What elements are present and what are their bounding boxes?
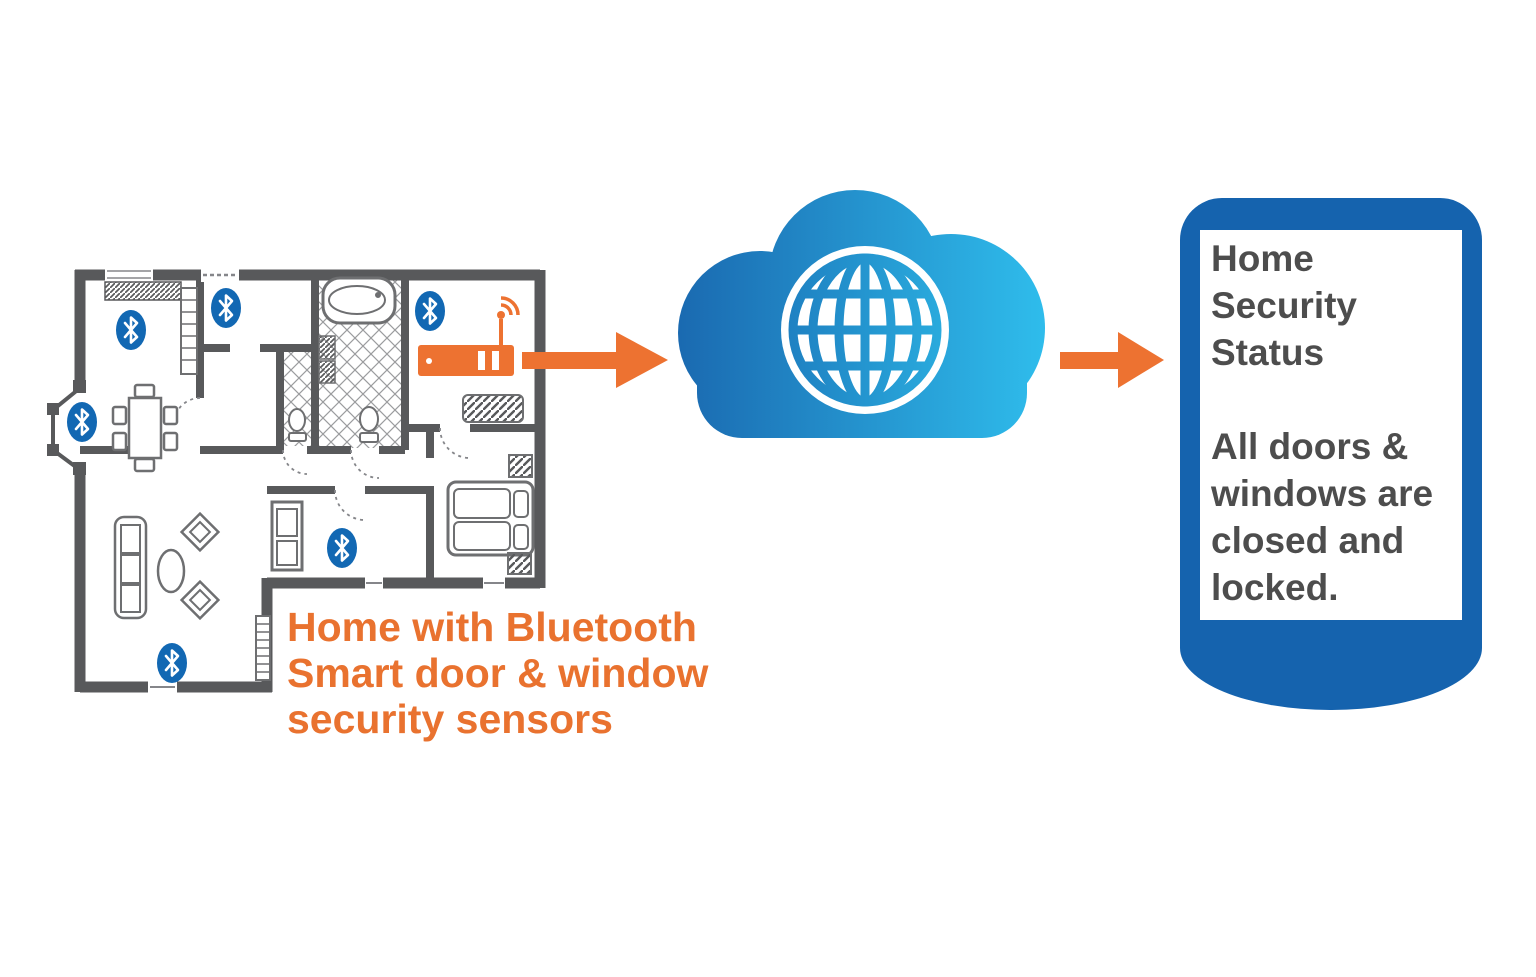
windows-and-door-gaps — [105, 268, 505, 694]
home-caption: Home with Bluetooth Smart door & window … — [287, 604, 767, 742]
phone: Home Security Status All doors & windows… — [1180, 198, 1482, 710]
cloud-icon — [678, 190, 1045, 438]
status-message-line: All doors & — [1211, 426, 1409, 467]
toilet — [288, 406, 379, 443]
kitchen-shelf — [180, 287, 198, 375]
wardrobe — [270, 500, 304, 572]
caption-line: Smart door & window — [287, 650, 709, 696]
wireless-router-icon — [418, 296, 520, 376]
phone-screen: Home Security Status All doors & windows… — [1200, 230, 1462, 620]
furniture — [104, 276, 535, 681]
status-title-line: Status — [1211, 332, 1325, 373]
dining-table — [111, 383, 179, 473]
status-title-line: Home — [1211, 238, 1314, 279]
wifi-signal-icon — [500, 303, 513, 316]
wifi-signal-icon — [500, 296, 520, 316]
bay-window — [47, 380, 86, 475]
caption-line: Home with Bluetooth — [287, 604, 697, 650]
status-message: All doors & windows are closed and locke… — [1211, 423, 1458, 611]
floor-plan — [47, 268, 546, 694]
nightstand — [507, 552, 532, 575]
cloud-to-phone-arrow-icon — [1060, 332, 1164, 388]
kitchen-counter — [104, 281, 182, 301]
caption-line: security sensors — [287, 696, 613, 742]
armchair — [179, 511, 221, 553]
status-message-line: closed and — [1211, 520, 1405, 561]
bed — [446, 480, 535, 557]
nightstand — [508, 454, 533, 478]
stairs — [255, 615, 271, 681]
status-message-line: windows are — [1211, 473, 1434, 514]
bathroom-vanity — [318, 360, 336, 384]
rug — [462, 394, 524, 423]
home-to-cloud-arrow-icon — [522, 332, 668, 388]
sofa — [113, 515, 148, 620]
status-message-line: locked. — [1211, 567, 1339, 608]
status-title: Home Security Status — [1211, 235, 1458, 376]
bathtub — [321, 276, 397, 325]
armchair — [179, 579, 221, 621]
bathroom-vanity — [318, 335, 336, 360]
status-title-line: Security — [1211, 285, 1358, 326]
coffee-table — [156, 548, 186, 594]
globe-icon — [781, 246, 949, 414]
